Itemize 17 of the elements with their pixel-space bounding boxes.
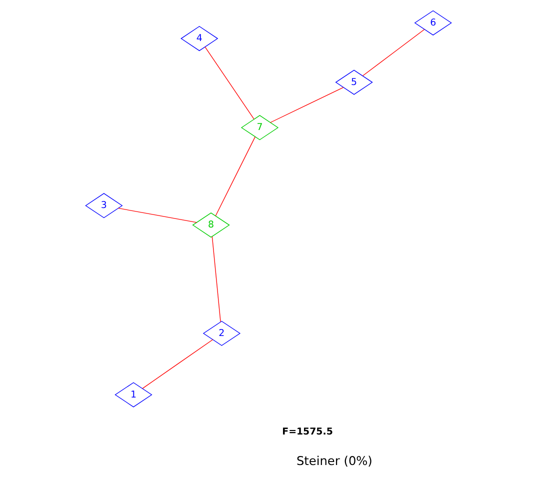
connector	[142, 339, 213, 389]
node-diamond: 8	[192, 212, 230, 238]
node-diamond: 5	[334, 70, 372, 95]
label: Steiner (0%)	[296, 454, 372, 468]
connector	[204, 46, 254, 120]
node-diamond: 6	[414, 10, 452, 36]
node-diamond: 1	[114, 382, 152, 408]
connector	[270, 87, 344, 123]
connector	[214, 136, 255, 216]
node-diamond: 7	[240, 115, 278, 140]
node-diamond: 2	[202, 320, 240, 346]
label: F=1575.5	[282, 426, 332, 438]
connector	[211, 236, 220, 322]
node-diamond: 4	[180, 26, 218, 52]
node-diamond: 3	[84, 193, 122, 218]
connector	[117, 208, 196, 223]
connector	[362, 29, 424, 76]
